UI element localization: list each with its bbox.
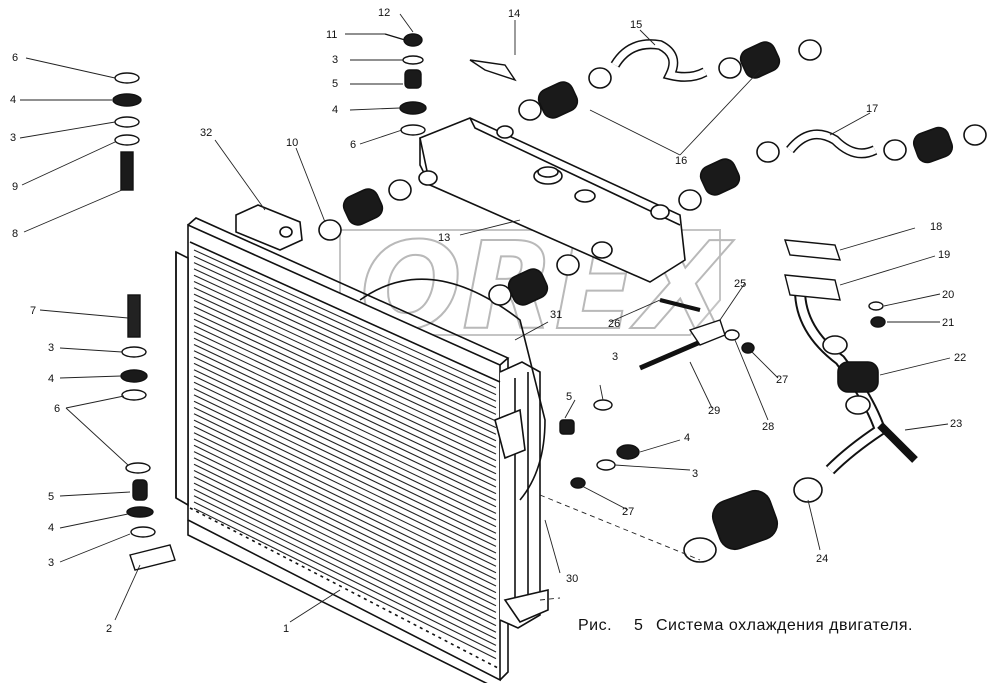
callout-29: 29	[708, 405, 720, 417]
callout-12: 12	[378, 7, 390, 19]
callout-28: 28	[762, 421, 774, 433]
caption-prefix: Рис.	[578, 617, 612, 634]
callout-4: 4	[48, 522, 54, 534]
callout-5: 5	[48, 491, 54, 503]
callout-4: 4	[684, 432, 690, 444]
callout-8: 8	[12, 228, 18, 240]
callout-25: 25	[734, 278, 746, 290]
callout-19: 19	[938, 249, 950, 261]
callout-9: 9	[12, 181, 18, 193]
callout-6: 6	[12, 52, 18, 64]
figure-caption: Рис. 5 Система охлаждения двигателя.	[578, 617, 913, 634]
callout-17: 17	[866, 103, 878, 115]
callout-3: 3	[48, 557, 54, 569]
callout-10: 10	[286, 137, 298, 149]
callout-4: 4	[48, 373, 54, 385]
hoses	[318, 39, 987, 563]
callout-3: 3	[332, 54, 338, 66]
callout-labels: 6 4 3 9 8 32 10 12 11 3 5 4 6 14 15 16 1…	[10, 7, 966, 635]
callout-16: 16	[675, 155, 687, 167]
callout-32: 32	[200, 127, 212, 139]
callout-26: 26	[608, 318, 620, 330]
radiator-core	[193, 249, 497, 660]
callout-14: 14	[508, 8, 520, 20]
expansion-tank	[418, 117, 686, 283]
callout-4: 4	[10, 94, 16, 106]
callout-13: 13	[438, 232, 450, 244]
callout-15: 15	[630, 19, 642, 31]
callout-6: 6	[54, 403, 60, 415]
callout-27: 27	[622, 506, 634, 518]
caption-title: Система охлаждения двигателя.	[656, 617, 913, 634]
hardware	[112, 33, 886, 571]
callout-24: 24	[816, 553, 828, 565]
callout-3: 3	[612, 351, 618, 363]
callout-18: 18	[930, 221, 942, 233]
callout-7: 7	[30, 305, 36, 317]
callout-3: 3	[48, 342, 54, 354]
callout-31: 31	[550, 309, 562, 321]
callout-21: 21	[942, 317, 954, 329]
callout-11: 11	[326, 29, 337, 41]
caption-number: 5	[634, 617, 643, 634]
callout-23: 23	[950, 418, 962, 430]
callout-3: 3	[692, 468, 698, 480]
leader-lines	[19, 13, 951, 623]
callout-30: 30	[566, 573, 578, 585]
callout-5: 5	[332, 78, 338, 90]
callout-4: 4	[332, 104, 338, 116]
callout-20: 20	[942, 289, 954, 301]
callout-5: 5	[566, 391, 572, 403]
callout-6: 6	[350, 139, 356, 151]
callout-1: 1	[283, 623, 289, 635]
radiator	[175, 204, 549, 683]
callout-22: 22	[954, 352, 966, 364]
callout-3: 3	[10, 132, 16, 144]
callout-2: 2	[106, 623, 112, 635]
callout-27: 27	[776, 374, 788, 386]
